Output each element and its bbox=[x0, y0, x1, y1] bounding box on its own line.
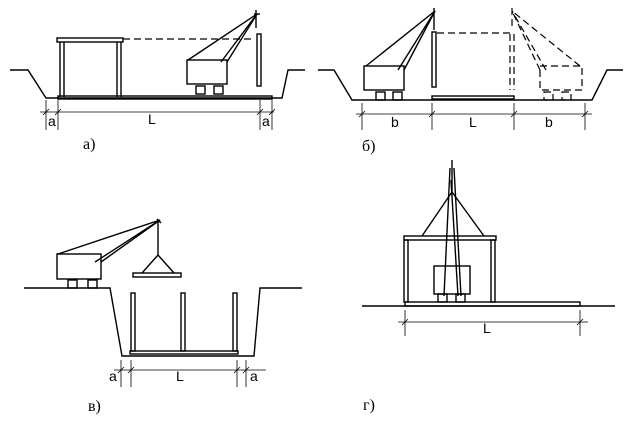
pit-outline bbox=[318, 69, 623, 101]
crane bbox=[186, 10, 260, 95]
dim-label-right: b bbox=[545, 114, 553, 130]
pit-outline bbox=[24, 287, 302, 357]
column bbox=[130, 292, 136, 352]
floor-slab bbox=[129, 350, 239, 355]
column bbox=[256, 33, 262, 87]
dim-label-left: a bbox=[109, 368, 117, 384]
column bbox=[431, 31, 437, 88]
crane-right-dashed bbox=[511, 8, 583, 101]
crane bbox=[433, 160, 471, 303]
dim-label-left: b bbox=[391, 114, 399, 130]
crane-left bbox=[363, 8, 436, 101]
sling bbox=[421, 191, 453, 237]
panel-caption: а) bbox=[83, 136, 95, 153]
dimension-line bbox=[114, 360, 266, 387]
panel-v: a L a в) bbox=[24, 218, 302, 415]
pit-outline bbox=[10, 69, 305, 99]
dim-label-left: a bbox=[48, 113, 56, 129]
frame-structure bbox=[56, 37, 124, 97]
dim-label-span: L bbox=[483, 320, 491, 336]
roof-beam bbox=[403, 235, 497, 241]
panel-caption: г) bbox=[363, 397, 375, 414]
panel-b: b L b б) bbox=[318, 8, 623, 155]
panel-caption: в) bbox=[88, 398, 101, 415]
dim-label-right: a bbox=[262, 113, 270, 129]
floor-slab bbox=[431, 95, 515, 100]
column bbox=[403, 239, 409, 303]
dimension-line bbox=[398, 310, 588, 336]
dim-label-right: a bbox=[250, 368, 258, 384]
floor-slab bbox=[57, 95, 273, 100]
dim-label-span: L bbox=[176, 368, 184, 384]
panel-a: a L a а) bbox=[10, 10, 305, 153]
dim-label-span: L bbox=[469, 114, 477, 130]
panel-g: L г) bbox=[362, 160, 615, 414]
column bbox=[232, 292, 238, 352]
dimension-line bbox=[356, 103, 592, 130]
dimension-line bbox=[40, 100, 276, 130]
crane bbox=[56, 218, 162, 289]
column bbox=[180, 292, 186, 352]
column bbox=[490, 239, 496, 303]
panel-caption: б) bbox=[362, 138, 375, 155]
load-element bbox=[132, 222, 182, 278]
dim-label-span: L bbox=[148, 111, 156, 127]
